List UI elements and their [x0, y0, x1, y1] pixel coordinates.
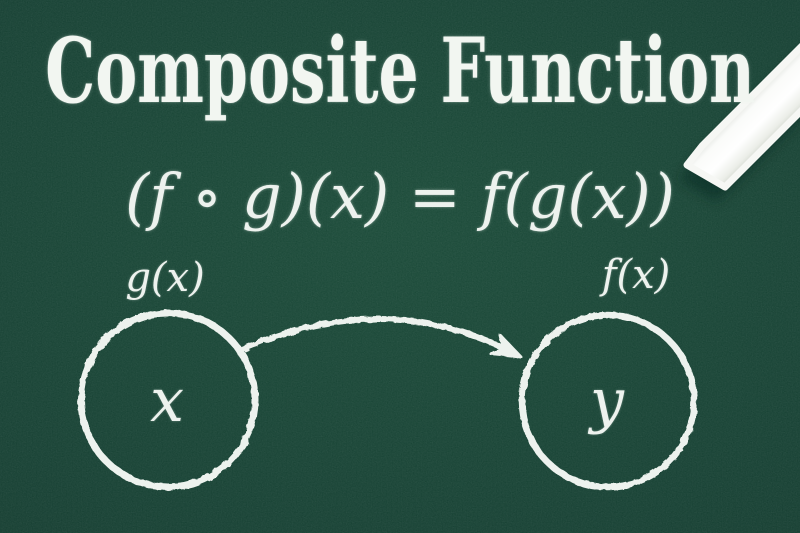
mapping-arrow: [240, 316, 513, 354]
formula-row: (f ∘ g)(x) = f(g(x)): [0, 160, 800, 233]
page-title: Composite Function: [45, 18, 755, 124]
right-set-circle: [518, 311, 698, 491]
title-row: Composite Function: [0, 26, 800, 116]
mapping-arrow-head: [489, 333, 523, 359]
left-set-circle: [77, 309, 259, 491]
diagram-shapes: [77, 309, 698, 491]
right-circle-value: y: [590, 366, 624, 436]
right-circle-label: f(x): [601, 252, 671, 298]
left-circle-label: g(x): [125, 255, 205, 301]
chalk-stick: [683, 43, 800, 191]
left-circle-value: x: [150, 366, 184, 436]
composite-formula: (f ∘ g)(x) = f(g(x)): [125, 160, 675, 233]
